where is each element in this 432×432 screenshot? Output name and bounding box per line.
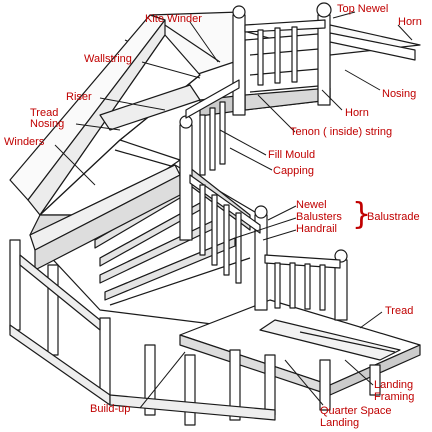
- balusters: [199, 26, 326, 311]
- label-horn-mid: Horn: [345, 107, 369, 119]
- label-riser: Riser: [66, 91, 92, 103]
- label-newel: Newel: [296, 199, 327, 211]
- label-tenon-string: Tenon ( inside) string: [290, 126, 393, 138]
- label-balustrade: Balustrade: [367, 211, 420, 223]
- handrails: [185, 19, 341, 269]
- label-tread-nosing-2: Nosing: [30, 118, 65, 130]
- newels: [179, 2, 348, 321]
- label-handrail: Handrail: [296, 223, 337, 235]
- label-top-newel: Top Newel: [337, 3, 389, 15]
- label-nosing: Nosing: [382, 88, 417, 100]
- label-landing-framing-2: Framing: [374, 391, 415, 403]
- balustrade-brace: }: [352, 197, 372, 232]
- label-fill-mould: Fill Mould: [268, 149, 316, 161]
- label-capping: Capping: [273, 165, 314, 177]
- leader-lines: [54, 11, 413, 409]
- label-build-up: Build-up: [90, 403, 131, 415]
- upper-flight: [239, 24, 421, 111]
- label-tread-nosing-1: Tread: [30, 107, 59, 119]
- label-kite-winder: Kite Winder: [145, 13, 202, 25]
- label-tread: Tread: [385, 305, 414, 317]
- label-wallstring: Wallstring: [84, 53, 132, 65]
- label-quarter-space-2: Landing: [320, 417, 360, 429]
- label-quarter-space-1: Quarter Space: [320, 405, 392, 417]
- build-up-framing: [9, 239, 381, 426]
- label-horn-top: Horn: [398, 16, 422, 28]
- label-landing-framing-1: Landing: [374, 379, 414, 391]
- label-winders: Winders: [4, 136, 45, 148]
- lower-flight: [29, 164, 261, 331]
- label-balusters: Balusters: [296, 211, 342, 223]
